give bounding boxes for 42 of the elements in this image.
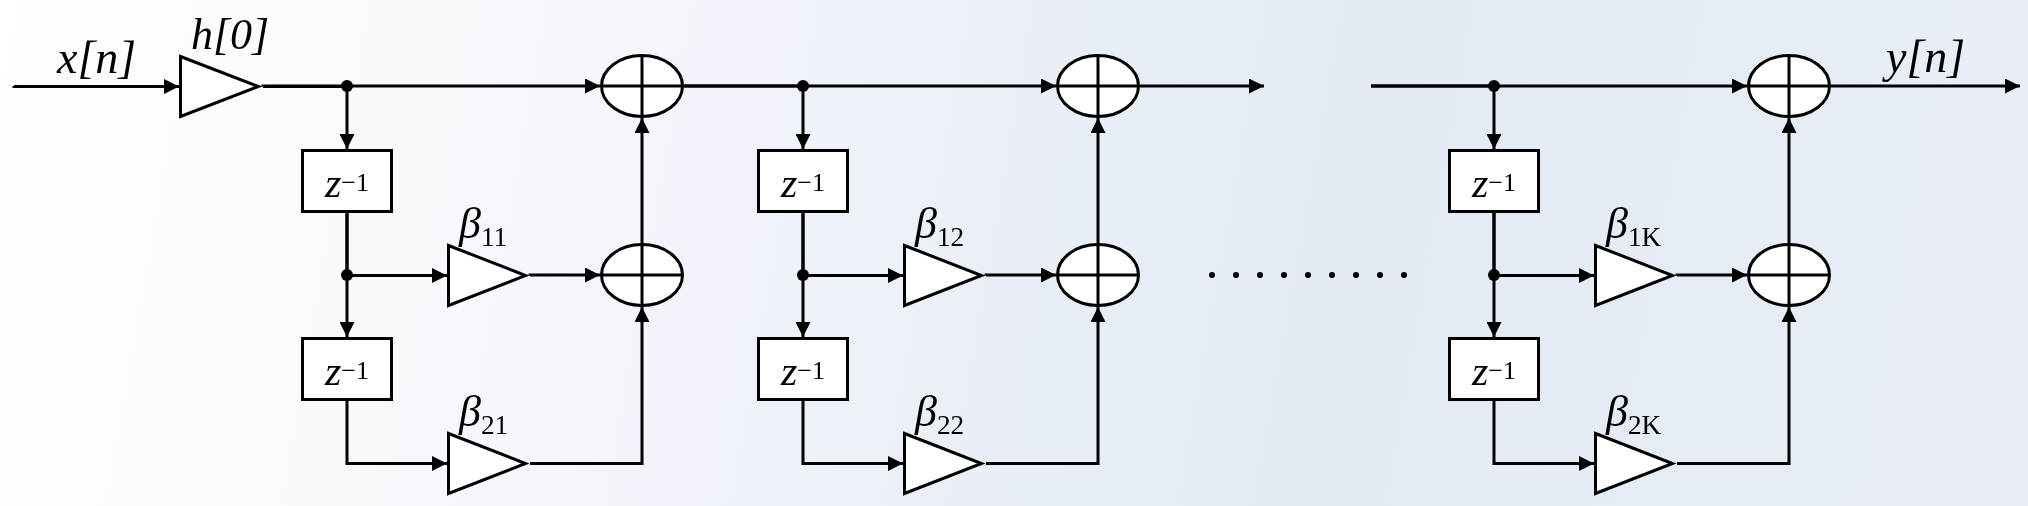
signal-arrow <box>984 267 1056 283</box>
summing-junction <box>1056 243 1140 307</box>
signal-arrow <box>1675 267 1747 283</box>
signal-arrow <box>530 307 650 465</box>
signal-arrow <box>1831 78 2020 94</box>
signal-arrow <box>684 84 811 149</box>
signal-arrow <box>1492 401 1594 471</box>
signal-arrow <box>795 213 811 337</box>
summing-junction <box>1056 54 1140 118</box>
signal-arrow <box>1371 84 1502 149</box>
gain-label: β$_{22}$ <box>915 390 965 434</box>
signal-arrow <box>1677 307 1797 465</box>
delay-block: z$^{−1}$ <box>301 149 393 213</box>
summing-junction <box>600 243 684 307</box>
signal-arrow <box>528 267 600 283</box>
summing-junction <box>1747 54 1831 118</box>
signal-arrow <box>1140 78 1264 94</box>
signal-arrow <box>1486 213 1502 337</box>
delay-block: z$^{−1}$ <box>757 149 849 213</box>
summing-junction <box>1747 243 1831 307</box>
delay-block: z$^{−1}$ <box>1448 337 1540 401</box>
delay-block: z$^{−1}$ <box>1448 149 1540 213</box>
signal-arrow <box>261 78 600 94</box>
gain-label: β$_{2K}$ <box>1606 390 1662 434</box>
delay-block: z$^{−1}$ <box>757 337 849 401</box>
signal-arrow <box>345 401 447 471</box>
signal-arrow <box>986 307 1106 465</box>
signal-arrow <box>1781 118 1797 243</box>
gain-label: β$_{12}$ <box>915 202 965 246</box>
summing-junction <box>600 54 684 118</box>
signal-arrow <box>634 118 650 243</box>
delay-block: z$^{−1}$ <box>301 337 393 401</box>
signal-arrow <box>339 213 355 337</box>
gain-label: β$_{1K}$ <box>1606 202 1662 246</box>
gain-label: h[0] <box>191 13 270 57</box>
signal-arrow <box>1090 118 1106 243</box>
signal-arrow <box>263 85 355 149</box>
signal-label: x[n] <box>57 34 137 81</box>
signal-arrow <box>12 79 179 94</box>
gain-label: β$_{21}$ <box>459 390 509 434</box>
signal-arrow <box>801 401 903 471</box>
gain-label: β$_{11}$ <box>459 202 508 246</box>
